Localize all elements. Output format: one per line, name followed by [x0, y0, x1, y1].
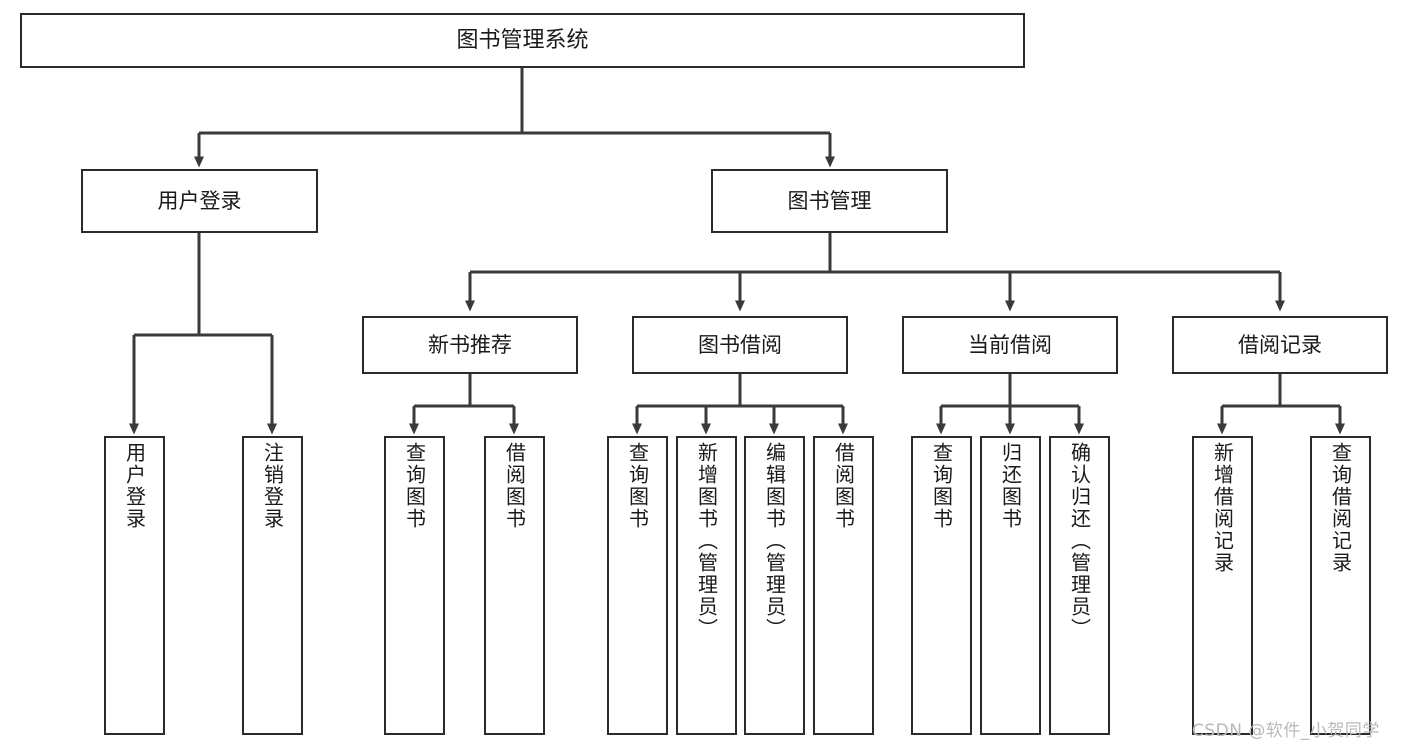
node-leaf-user-logout-label: 注销登录	[260, 442, 285, 530]
node-root-label: 图书管理系统	[456, 27, 589, 53]
node-leaf-add-record-label: 新增借阅记录	[1210, 442, 1235, 574]
watermark: CSDN @软件_小贺同学	[1192, 721, 1380, 741]
node-book-borrow-label: 图书借阅	[698, 332, 782, 357]
node-leaf-confirm-return-label: 确认归还（管理员）	[1067, 442, 1092, 640]
node-leaf-borrow-book-1[interactable]: 借阅图书	[484, 436, 545, 735]
node-leaf-query-book-2[interactable]: 查询图书	[607, 436, 668, 735]
node-new-book-recommend-label: 新书推荐	[428, 332, 512, 357]
node-leaf-return-book-label: 归还图书	[998, 442, 1023, 530]
node-leaf-query-book-3-label: 查询图书	[929, 442, 954, 530]
node-leaf-query-book-2-label: 查询图书	[625, 442, 650, 530]
node-leaf-query-book-1[interactable]: 查询图书	[384, 436, 445, 735]
node-leaf-user-login-label: 用户登录	[122, 442, 147, 530]
node-current-borrow-label: 当前借阅	[968, 332, 1052, 357]
node-root[interactable]: 图书管理系统	[20, 13, 1025, 68]
node-leaf-borrow-book-2[interactable]: 借阅图书	[813, 436, 874, 735]
node-user-login[interactable]: 用户登录	[81, 169, 318, 233]
node-book-management-label: 图书管理	[787, 188, 872, 213]
node-new-book-recommend[interactable]: 新书推荐	[362, 316, 578, 374]
node-leaf-query-record-label: 查询借阅记录	[1328, 442, 1353, 574]
node-book-borrow[interactable]: 图书借阅	[632, 316, 848, 374]
node-leaf-query-book-1-label: 查询图书	[402, 442, 427, 530]
node-leaf-edit-book[interactable]: 编辑图书（管理员）	[744, 436, 805, 735]
node-leaf-user-login[interactable]: 用户登录	[104, 436, 165, 735]
node-user-login-label: 用户登录	[157, 188, 242, 213]
node-leaf-edit-book-label: 编辑图书（管理员）	[762, 442, 787, 640]
node-leaf-query-book-3[interactable]: 查询图书	[911, 436, 972, 735]
node-leaf-borrow-book-2-label: 借阅图书	[831, 442, 856, 530]
node-leaf-return-book[interactable]: 归还图书	[980, 436, 1041, 735]
node-leaf-confirm-return[interactable]: 确认归还（管理员）	[1049, 436, 1110, 735]
node-book-management[interactable]: 图书管理	[711, 169, 948, 233]
node-leaf-borrow-book-1-label: 借阅图书	[502, 442, 527, 530]
node-borrow-record[interactable]: 借阅记录	[1172, 316, 1388, 374]
node-leaf-add-book-label: 新增图书（管理员）	[694, 442, 719, 640]
node-current-borrow[interactable]: 当前借阅	[902, 316, 1118, 374]
node-borrow-record-label: 借阅记录	[1238, 332, 1322, 357]
node-leaf-user-logout[interactable]: 注销登录	[242, 436, 303, 735]
node-leaf-add-book[interactable]: 新增图书（管理员）	[676, 436, 737, 735]
node-leaf-add-record[interactable]: 新增借阅记录	[1192, 436, 1253, 735]
node-leaf-query-record[interactable]: 查询借阅记录	[1310, 436, 1371, 735]
